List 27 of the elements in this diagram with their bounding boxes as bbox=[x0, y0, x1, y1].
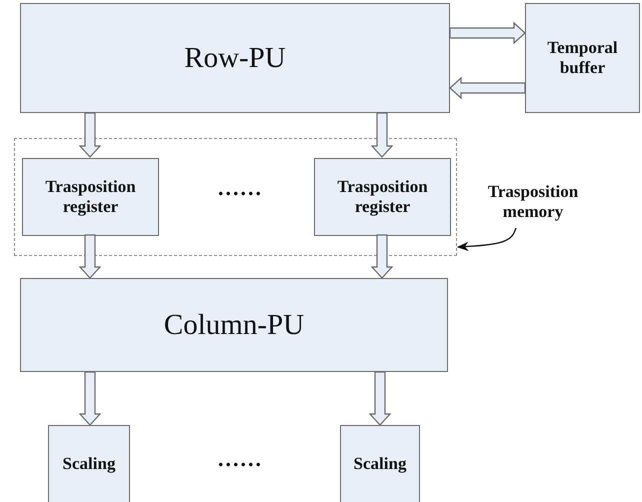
ellipsis: ...... bbox=[218, 175, 263, 201]
ellipsis: ...... bbox=[218, 446, 263, 472]
scaling-box bbox=[48, 425, 130, 502]
block-arrow bbox=[368, 371, 392, 426]
block-arrow bbox=[78, 112, 102, 158]
process-box bbox=[20, 278, 448, 372]
block-arrow bbox=[449, 22, 526, 44]
box-label: Scaling bbox=[62, 454, 116, 474]
process-box bbox=[20, 3, 450, 113]
block-arrow bbox=[449, 76, 526, 100]
box-label: Row-PU bbox=[184, 40, 286, 76]
box-label: Temporal buffer bbox=[546, 38, 619, 78]
box-label: Column-PU bbox=[164, 308, 304, 342]
leader-arrow bbox=[456, 228, 517, 252]
memory-group bbox=[14, 138, 457, 256]
block-arrow bbox=[78, 234, 102, 279]
scaling-box bbox=[340, 425, 420, 502]
block-arrow bbox=[370, 112, 394, 158]
buffer-box bbox=[525, 3, 640, 113]
register-box bbox=[22, 158, 159, 236]
box-label: Trasposition register bbox=[336, 176, 429, 218]
block-arrow bbox=[370, 234, 394, 279]
box-label: Trasposition register bbox=[44, 176, 137, 218]
register-box bbox=[314, 158, 451, 236]
annotation-text: Trasposition memory bbox=[486, 182, 580, 222]
block-arrow bbox=[78, 371, 102, 426]
box-label: Scaling bbox=[354, 454, 406, 474]
